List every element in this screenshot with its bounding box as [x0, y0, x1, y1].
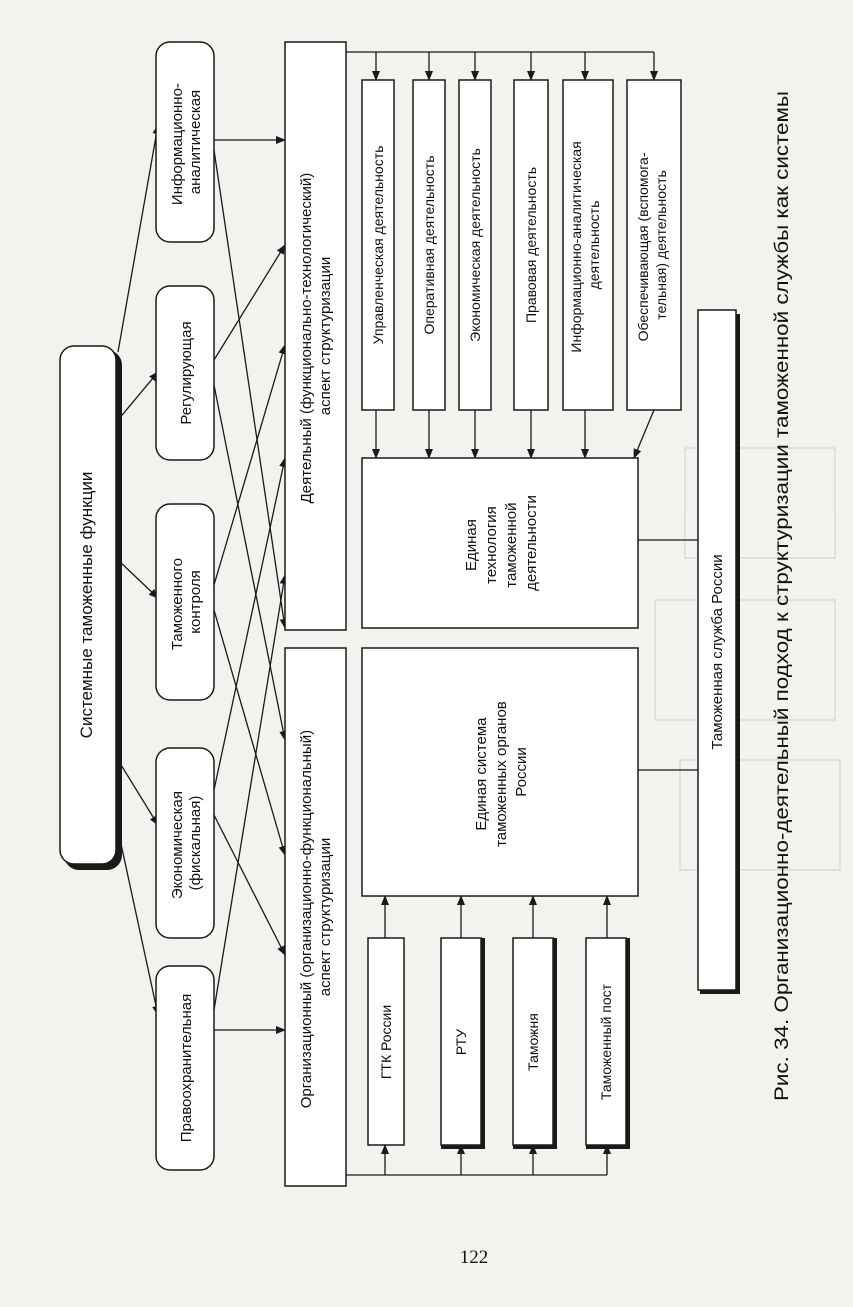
activity-label: Информационно-аналитическая деятельность: [568, 137, 602, 352]
connections: [117, 51, 700, 1176]
unified-technology-box: Единая технология таможенной деятельност…: [361, 457, 639, 629]
activity-aspect-box: Деятельный (функционально-технологически…: [284, 41, 347, 631]
body-label: РТУ: [453, 1029, 469, 1055]
activity-box-economic: Экономическая деятельность: [458, 79, 492, 411]
activity-box-information-analytical: Информационно-аналитическая деятельность: [562, 79, 614, 411]
customs-service-label: Таможенная служба России: [709, 554, 726, 749]
figure-caption: Рис. 34. Организационно-деятельный подхо…: [772, 91, 793, 1101]
activity-box-legal: Правовая деятельность: [513, 79, 549, 411]
activity-box-management: Управленческая деятельность: [361, 79, 395, 411]
body-label: ГТК России: [378, 1005, 394, 1079]
body-box-customs-post: Таможенный пост: [585, 937, 630, 1149]
function-box-law-enforcement: Правоохранительная: [155, 965, 215, 1171]
activity-label: Управленческая деятельность: [370, 146, 386, 345]
activity-label: Правовая деятельность: [523, 167, 539, 323]
body-box-rtu: РТУ: [440, 937, 485, 1149]
body-box-gtk: ГТК России: [367, 937, 405, 1146]
organizational-aspect-label: Организационный (организационно-функцион…: [298, 726, 334, 1108]
body-label: Таможенный пост: [598, 983, 614, 1100]
root-functions-box: Системные таможенные функции: [59, 345, 122, 870]
function-box-customs-control: Таможенного контроля: [155, 503, 215, 701]
activity-box-operational: Оперативная деятельность: [412, 79, 446, 411]
function-label: Правоохранительная: [178, 994, 195, 1143]
activity-label: Оперативная деятельность: [421, 156, 437, 335]
function-box-information-analytical: Информационно- аналитическая: [155, 41, 215, 243]
unified-technology-label: Единая технология таможенной деятельност…: [463, 495, 540, 591]
unified-system-label: Единая система таможенных органов России: [473, 697, 530, 847]
organizational-aspect-box: Организационный (организационно-функцион…: [284, 647, 347, 1187]
body-label: Таможня: [525, 1013, 541, 1071]
page-number: 122: [460, 1247, 489, 1268]
function-label: Информационно- аналитическая: [169, 79, 204, 205]
activity-box-supporting: Обеспечивающая (вспомога- тельная) деяте…: [626, 79, 682, 411]
function-box-regulating: Регулирующая: [155, 285, 215, 461]
body-box-customs-house: Таможня: [512, 937, 557, 1149]
function-label: Экономическая (фискальная): [169, 787, 204, 899]
function-label: Таможенного контроля: [169, 554, 204, 650]
activity-aspect-label: Деятельный (функционально-технологически…: [298, 169, 334, 504]
activity-label: Экономическая деятельность: [467, 148, 483, 342]
unified-system-box: Единая система таможенных органов России: [361, 647, 639, 897]
root-functions-label: Системные таможенные функции: [77, 472, 96, 739]
customs-service-box: Таможенная служба России: [697, 309, 740, 994]
function-box-economic: Экономическая (фискальная): [155, 747, 215, 939]
activity-label: Обеспечивающая (вспомога- тельная) деяте…: [635, 149, 669, 342]
function-label: Регулирующая: [178, 321, 195, 424]
